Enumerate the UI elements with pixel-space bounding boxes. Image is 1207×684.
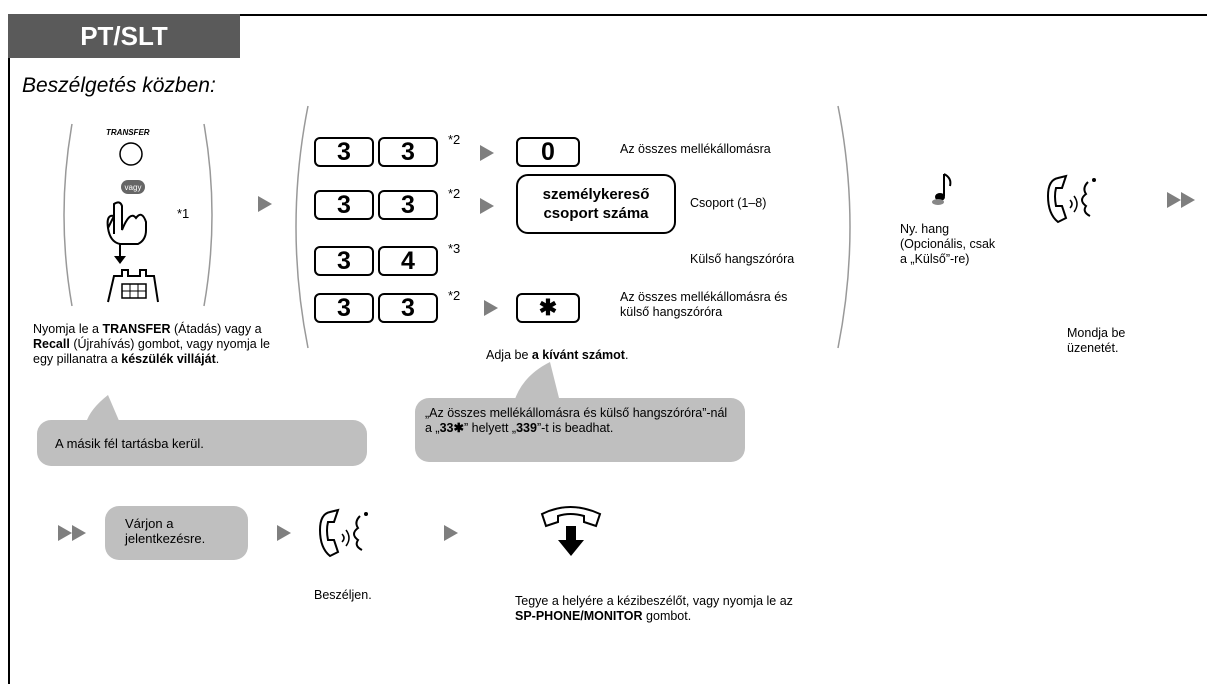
step2-bracket (295, 105, 851, 349)
double-arrow-1b (1181, 192, 1195, 208)
note-text-1: „Az összes mellékállomásra és külső hang… (425, 406, 728, 435)
row1-key-1: 3 (314, 137, 374, 167)
tab-pt-slt: PT/SLT (8, 14, 240, 58)
step1-desc-bold-hook: készülék villáját (121, 352, 216, 366)
note-text-2: ” helyett „ (463, 421, 517, 435)
hookswitch-icon (107, 269, 159, 303)
tone-label-2: (Opcionális, csak (900, 237, 996, 251)
announce-label-2: üzenetét. (1067, 341, 1119, 355)
row2-label: Csoport (1–8) (690, 196, 767, 210)
row4-arrow (484, 300, 498, 316)
row2-key-2: 3 (378, 190, 438, 220)
bubble-note: „Az összes mellékállomásra és külső hang… (415, 398, 745, 462)
step1-description: Nyomja le a TRANSFER (Átadás) vagy a Rec… (33, 322, 283, 367)
row1-label: Az összes mellékállomásra (620, 142, 771, 156)
frame (8, 14, 1207, 684)
transfer-button-icon (119, 142, 143, 166)
row4-label-line2: külső hangszóróra (620, 305, 723, 319)
hangup-text-2: gombot. (642, 609, 692, 623)
wait-label-2: jelentkezésre. (125, 531, 206, 546)
row1-arrow (480, 145, 494, 161)
row4-label-line1: Az összes mellékállomásra és (620, 290, 788, 304)
or-label: vagy (124, 182, 142, 192)
tone-note-icon (932, 173, 952, 205)
speak-handset-icon (1046, 174, 1096, 224)
enter-number-text: Adja be a kívánt számot. (486, 348, 628, 363)
row2-target-box: személykereső csoport száma (516, 174, 676, 234)
announce-label-1: Mondja be (1067, 326, 1126, 340)
hangup-label: Tegye a helyére a kézibeszélőt, vagy nyo… (515, 594, 805, 624)
hangup-text-1: Tegye a helyére a kézibeszélőt, vagy nyo… (515, 594, 793, 608)
row3-footnote: *3 (448, 241, 461, 256)
hangup-bold: SP-PHONE/MONITOR (515, 609, 643, 623)
arrow-hangup (444, 525, 458, 541)
bubble-hold: A másik fél tartásba kerül. (37, 420, 367, 466)
enter-text-3: . (624, 348, 629, 362)
footnote-1: *1 (177, 206, 190, 221)
step1-desc-text-2: (Átadás) vagy a (170, 322, 262, 336)
note-text-3: ”-t is beadhat. (536, 421, 614, 435)
row3-key-1: 3 (314, 246, 374, 276)
talk-handset-icon (318, 508, 368, 558)
row2-target-line2: csoport száma (543, 205, 649, 222)
arrow-talk (277, 525, 291, 541)
bubble-note-tail (514, 362, 560, 402)
step1-desc-text-4: . (215, 352, 220, 366)
page-heading: Beszélgetés közben: (22, 74, 216, 97)
row2-key-1: 3 (314, 190, 374, 220)
row4-target-key: ✱ (516, 293, 580, 323)
hangup-icon (540, 506, 602, 556)
step1-desc-bold-recall: Recall (33, 337, 70, 351)
transfer-button-label: TRANSFER (106, 128, 150, 137)
row2-target-line1: személykereső (542, 186, 650, 203)
row3-key-2: 4 (378, 246, 438, 276)
enter-text-1: Adja be (486, 348, 532, 362)
talk-label: Beszéljen. (314, 588, 372, 602)
step1-bracket (63, 123, 213, 307)
row3-label: Külső hangszóróra (690, 252, 795, 266)
bubble-wait: Várjon a jelentkezésre. (105, 506, 248, 560)
announce-label: Mondja be üzenetét. (1067, 326, 1125, 356)
row1-target-key: 0 (516, 137, 580, 167)
bubble-hold-text: A másik fél tartásba kerül. (55, 436, 204, 451)
double-arrow-1a (1167, 192, 1181, 208)
note-bold-1: 33✱ (439, 421, 464, 435)
hand-press-icon (106, 201, 147, 264)
row4-label: Az összes mellékállomásra és külső hangs… (620, 290, 787, 320)
row2-arrow (480, 198, 494, 214)
enter-text-bold: a kívánt számot (531, 348, 625, 362)
tone-label-3: a „Külső”-re) (900, 252, 970, 266)
arrow-1 (258, 196, 272, 212)
step1-desc-text-1: Nyomja le a (33, 322, 103, 336)
bubble-hold-tail (86, 395, 120, 423)
tab-label: PT/SLT (80, 20, 168, 51)
wait-label-1: Várjon a (125, 516, 174, 531)
step1-desc-text-3: (Újrahívás) gombot, vagy nyomja le egy p… (33, 337, 270, 366)
step1-desc-bold-transfer: TRANSFER (102, 322, 171, 336)
row2-footnote: *2 (448, 186, 461, 201)
row1-key-2: 3 (378, 137, 438, 167)
or-badge: vagy (121, 180, 145, 194)
double-arrow-2a (58, 525, 72, 541)
tone-label: Ny. hang (Opcionális, csak a „Külső”-re) (900, 222, 995, 267)
row1-footnote: *2 (448, 132, 461, 147)
row4-key-1: 3 (314, 293, 374, 323)
double-arrow-2b (72, 525, 86, 541)
tone-label-1: Ny. hang (900, 222, 950, 236)
row4-key-2: 3 (378, 293, 438, 323)
note-bold-2: 339 (516, 421, 537, 435)
row4-footnote: *2 (448, 288, 461, 303)
